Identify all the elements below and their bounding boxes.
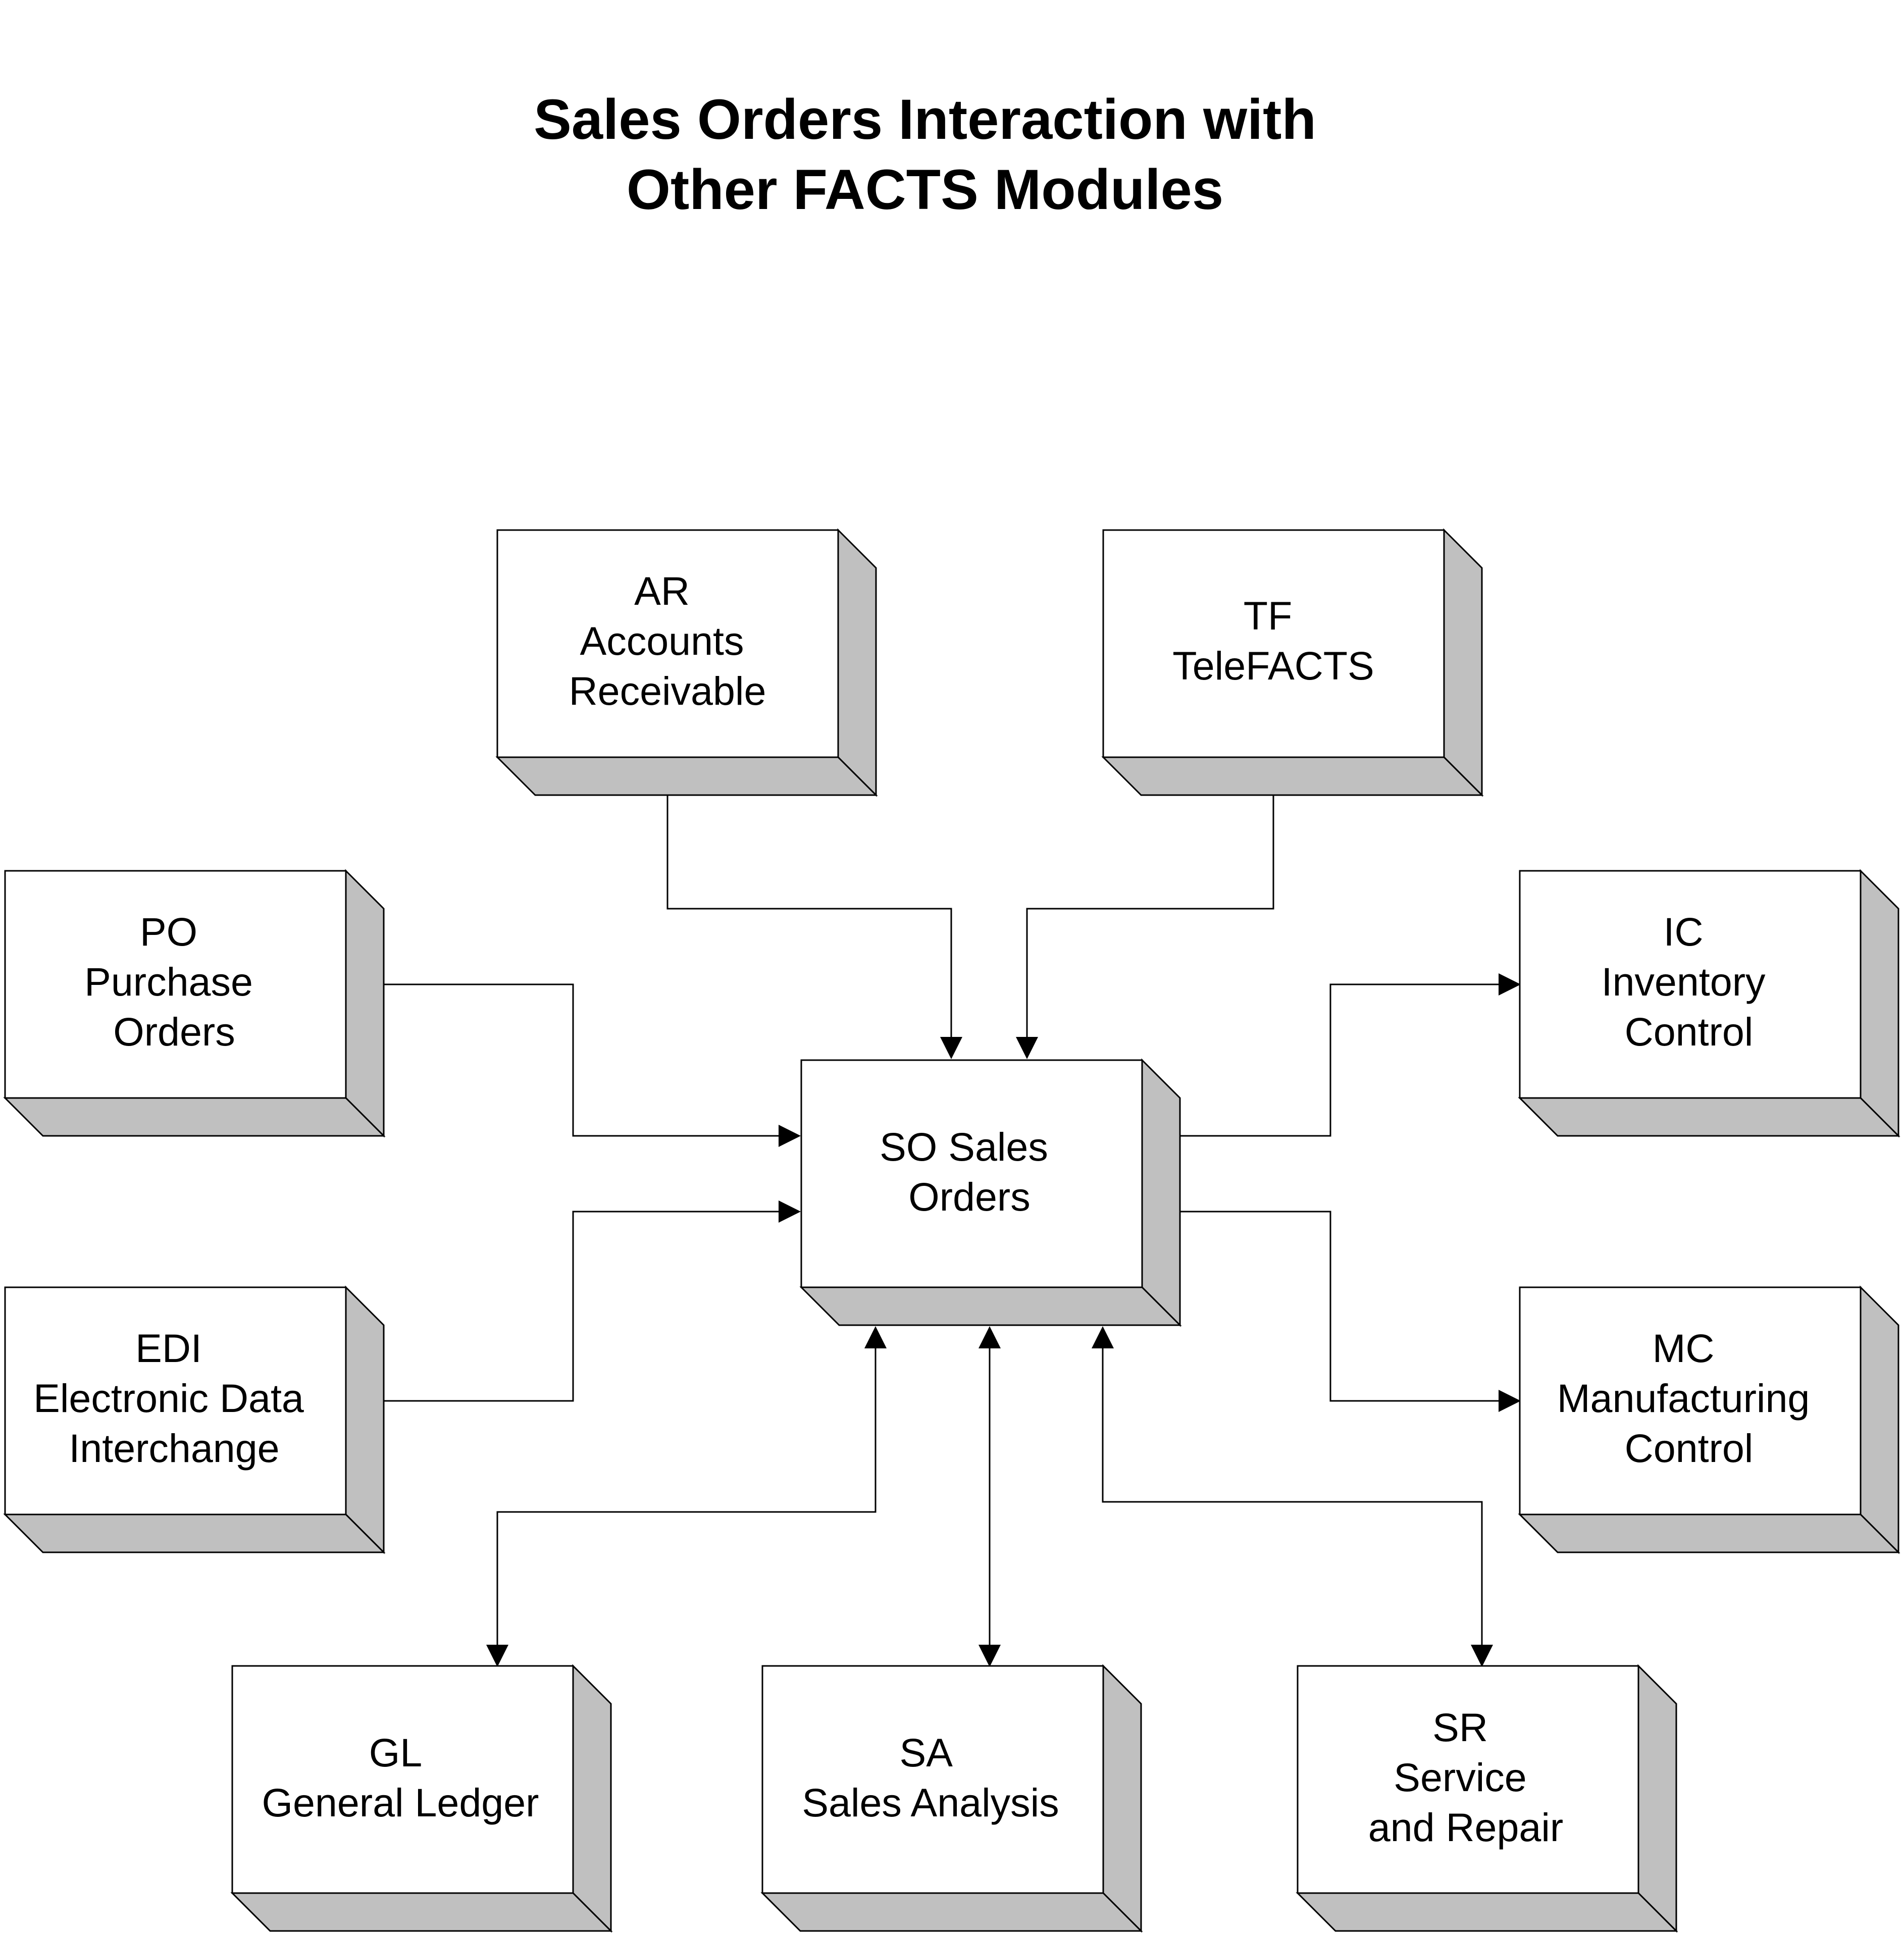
module-sa-name: Sales Analysis — [802, 1780, 1059, 1825]
connector-sr-so — [1102, 1345, 1483, 1651]
arrowhead-so-po — [779, 1125, 801, 1147]
module-gl: GL General Ledger — [230, 1664, 613, 1933]
arrowhead-mc — [1499, 1390, 1521, 1412]
arrowhead-ic — [1499, 973, 1521, 996]
module-sr-code: SR — [1432, 1705, 1488, 1750]
module-ic-code: IC — [1664, 909, 1704, 954]
module-sa: SA Sales Analysis — [760, 1664, 1143, 1933]
module-ic-name-1: Inventory — [1602, 959, 1766, 1004]
connector-gl-so — [496, 1345, 877, 1651]
module-gl-name: General Ledger — [262, 1780, 539, 1825]
module-tf: TF TeleFACTS — [1101, 528, 1484, 797]
module-ic: IC Inventory Control — [1518, 869, 1900, 1138]
module-edi-name-1: Electronic Data — [33, 1376, 304, 1421]
module-ar-code: AR — [634, 568, 690, 613]
title-line-1: Sales Orders Interaction with — [534, 88, 1316, 151]
module-so: SO Sales Orders — [799, 1058, 1182, 1327]
module-sr-name-2: and Repair — [1368, 1805, 1563, 1850]
module-mc-name-2: Control — [1625, 1426, 1754, 1471]
module-po-name-2: Orders — [113, 1009, 235, 1054]
module-mc: MC Manufacturing Control — [1518, 1285, 1900, 1554]
svg-text:SA Sales Analysis: SA Sales Analysis — [802, 1730, 1059, 1825]
module-tf-name: TeleFACTS — [1172, 643, 1374, 688]
diagram-title: Sales Orders Interaction with Other FACT… — [534, 88, 1316, 221]
module-edi-code: EDI — [135, 1326, 202, 1371]
connector-ic-so — [1161, 983, 1500, 1137]
module-so-line-2: Orders — [908, 1174, 1030, 1219]
svg-text:AR Accounts Receiv: AR Accounts Receivable — [569, 568, 766, 713]
svg-text:EDI Electronic Data: EDI Electronic Data Interchange — [33, 1326, 315, 1471]
module-sa-code: SA — [900, 1730, 953, 1775]
connector-mc-so — [1161, 1211, 1500, 1402]
title-line-2: Other FACTS Modules — [627, 158, 1223, 221]
module-po-name-1: Purchase — [84, 959, 253, 1004]
connector-tf-so — [1026, 767, 1274, 1044]
arrowhead-sa — [979, 1645, 1001, 1667]
svg-text:IC Inventory Contr: IC Inventory Control — [1602, 909, 1777, 1054]
module-so-line-1: SO Sales — [880, 1124, 1048, 1169]
module-ic-name-2: Control — [1625, 1009, 1754, 1054]
module-edi: EDI Electronic Data Interchange — [3, 1285, 386, 1554]
svg-text:SR Service and Rep: SR Service and Repair — [1368, 1705, 1563, 1850]
connector-po-so — [366, 983, 784, 1137]
module-gl-code: GL — [369, 1730, 421, 1775]
arrowhead-so-gl — [864, 1326, 887, 1348]
module-ar: AR Accounts Receivable — [495, 528, 878, 797]
svg-text:PO Purchase Orders: PO Purchase Orders — [84, 909, 264, 1054]
module-po-code: PO — [140, 909, 197, 954]
arrowhead-so-tf — [1016, 1037, 1038, 1059]
connector-ar-so — [666, 767, 952, 1044]
svg-text:SO Sales Orders: SO Sales Orders — [880, 1124, 1059, 1219]
svg-text:GL General Ledger: GL General Ledger — [262, 1730, 539, 1825]
arrowhead-so-sa — [979, 1326, 1001, 1348]
module-mc-name-1: Manufacturing — [1557, 1376, 1810, 1421]
arrowhead-so-ar — [940, 1037, 962, 1059]
arrowhead-sr — [1471, 1645, 1493, 1667]
module-ar-name-1: Accounts — [580, 618, 744, 663]
svg-text:TF TeleFACTS: TF TeleFACTS — [1172, 593, 1374, 688]
svg-text:MC Manufacturing C: MC Manufacturing Control — [1557, 1326, 1821, 1471]
connector-edi-so — [366, 1211, 784, 1402]
module-po: PO Purchase Orders — [3, 869, 386, 1138]
module-tf-code: TF — [1244, 593, 1293, 638]
module-mc-code: MC — [1653, 1326, 1715, 1371]
module-sr-name-1: Service — [1394, 1755, 1526, 1800]
arrowhead-gl — [486, 1645, 508, 1667]
module-ar-name-2: Receivable — [569, 668, 766, 713]
arrowhead-so-sr — [1092, 1326, 1114, 1348]
module-edi-name-2: Interchange — [69, 1426, 279, 1471]
arrowhead-so-edi — [779, 1200, 801, 1223]
module-sr: SR Service and Repair — [1296, 1664, 1678, 1933]
